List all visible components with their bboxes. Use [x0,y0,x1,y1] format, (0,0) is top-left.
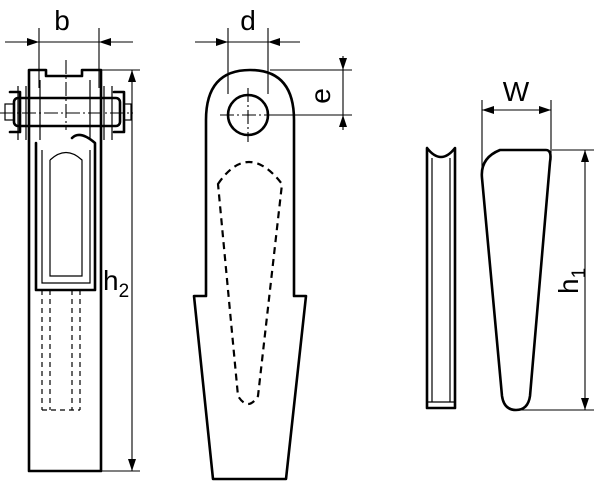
dimension-e: e [270,56,352,130]
dimension-h2: h2 [101,69,140,472]
dimension-d: d [195,5,300,94]
wedge-front-view [480,148,552,412]
label-h2: h2 [103,265,129,302]
label-w: W [503,76,530,107]
side-view [0,60,133,473]
label-b: b [54,5,70,36]
dimension-b: b [5,5,133,88]
label-e: e [305,88,336,104]
dimension-h1: h1 [520,149,594,411]
front-view [192,68,308,481]
dimension-w: W [481,76,552,174]
label-h1: h1 [553,268,590,294]
label-d: d [240,5,256,36]
wedge-side-view [425,146,457,410]
